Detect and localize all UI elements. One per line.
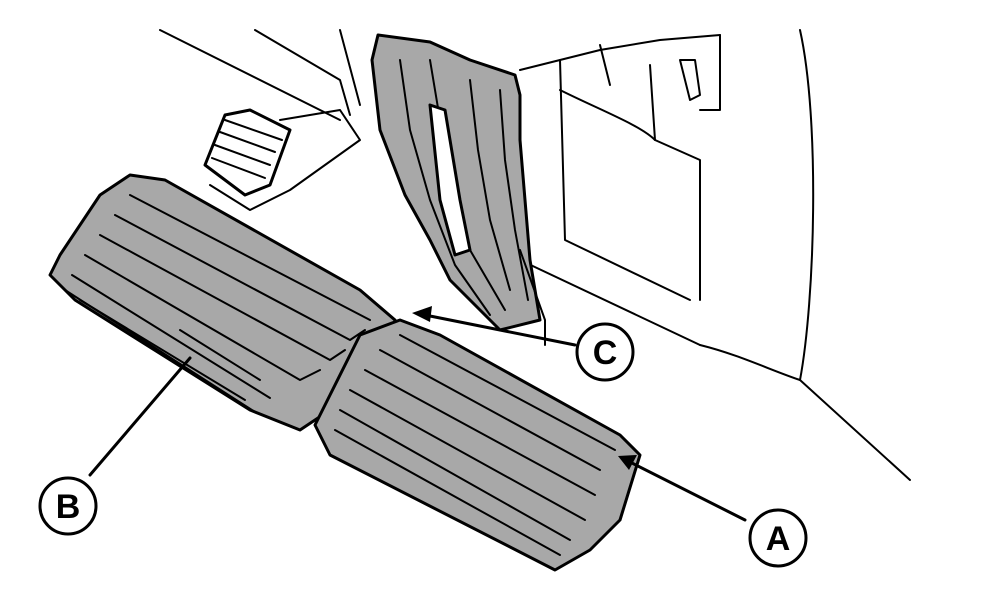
leader-b [88, 356, 192, 477]
callout-leaders [88, 306, 747, 522]
callout-a-label: A [766, 520, 791, 558]
callout-b: B [38, 476, 98, 536]
housing-outline [159, 29, 911, 481]
arrow-c-icon [412, 306, 432, 322]
leader-a [628, 460, 747, 522]
pedal-pad-lower [313, 318, 642, 572]
pedal-arm [370, 33, 546, 346]
callout-b-label: B [56, 488, 81, 526]
callout-c: C [575, 322, 635, 382]
brake-pedal [203, 108, 361, 211]
callout-c-label: C [593, 334, 618, 372]
callout-a: A [748, 508, 808, 568]
pedal-pad-upper [48, 173, 397, 432]
leader-c [423, 313, 577, 347]
arrow-a-icon [618, 455, 637, 470]
